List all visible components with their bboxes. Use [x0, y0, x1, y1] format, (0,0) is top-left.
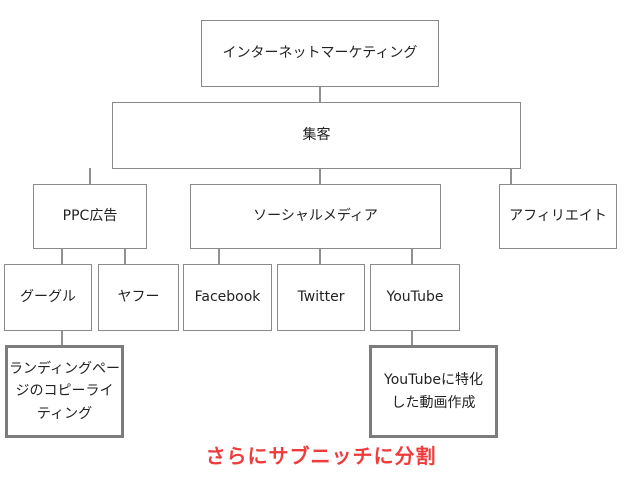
node-label: PPC広告: [62, 208, 118, 225]
node-label: インターネットマーケティング: [222, 45, 418, 62]
node-label-line: した動画作成: [391, 394, 476, 411]
node-shuukyaku: 集客: [112, 102, 521, 169]
node-label: Facebook: [194, 289, 261, 306]
node-affiliate: アフィリエイト: [499, 184, 617, 249]
node-google: グーグル: [4, 264, 92, 331]
node-label: ソーシャルメディア: [253, 208, 378, 225]
node-label: アフィリエイト: [509, 208, 607, 225]
node-multiline-label: YouTubeに特化 した動画作成: [384, 369, 483, 414]
node-label: グーグル: [20, 289, 76, 306]
node-internet-marketing: インターネットマーケティング: [201, 20, 439, 87]
node-ppc-ads: PPC広告: [33, 184, 147, 249]
node-youtube: YouTube: [370, 264, 460, 331]
node-label: ヤフー: [117, 289, 160, 306]
node-label-line: YouTubeに特化: [384, 372, 483, 389]
subniche-caption: さらにサブニッチに分割: [205, 444, 437, 468]
node-yahoo: ヤフー: [98, 264, 179, 331]
node-landing-page-copywriting: ランディングペー ジのコピーライ ティング: [5, 345, 124, 438]
node-multiline-label: ランディングペー ジのコピーライ ティング: [9, 358, 120, 425]
node-label: 集客: [302, 127, 331, 144]
node-facebook: Facebook: [183, 264, 272, 331]
node-label: Twitter: [297, 289, 345, 306]
node-label: YouTube: [386, 289, 444, 306]
node-twitter: Twitter: [277, 264, 365, 331]
node-label-line: ジのコピーライ: [15, 383, 114, 400]
node-label-line: ランディングペー: [8, 360, 121, 377]
node-label-line: ティング: [36, 405, 93, 422]
node-youtube-video-creation: YouTubeに特化 した動画作成: [369, 345, 498, 438]
node-social-media: ソーシャルメディア: [190, 184, 441, 249]
